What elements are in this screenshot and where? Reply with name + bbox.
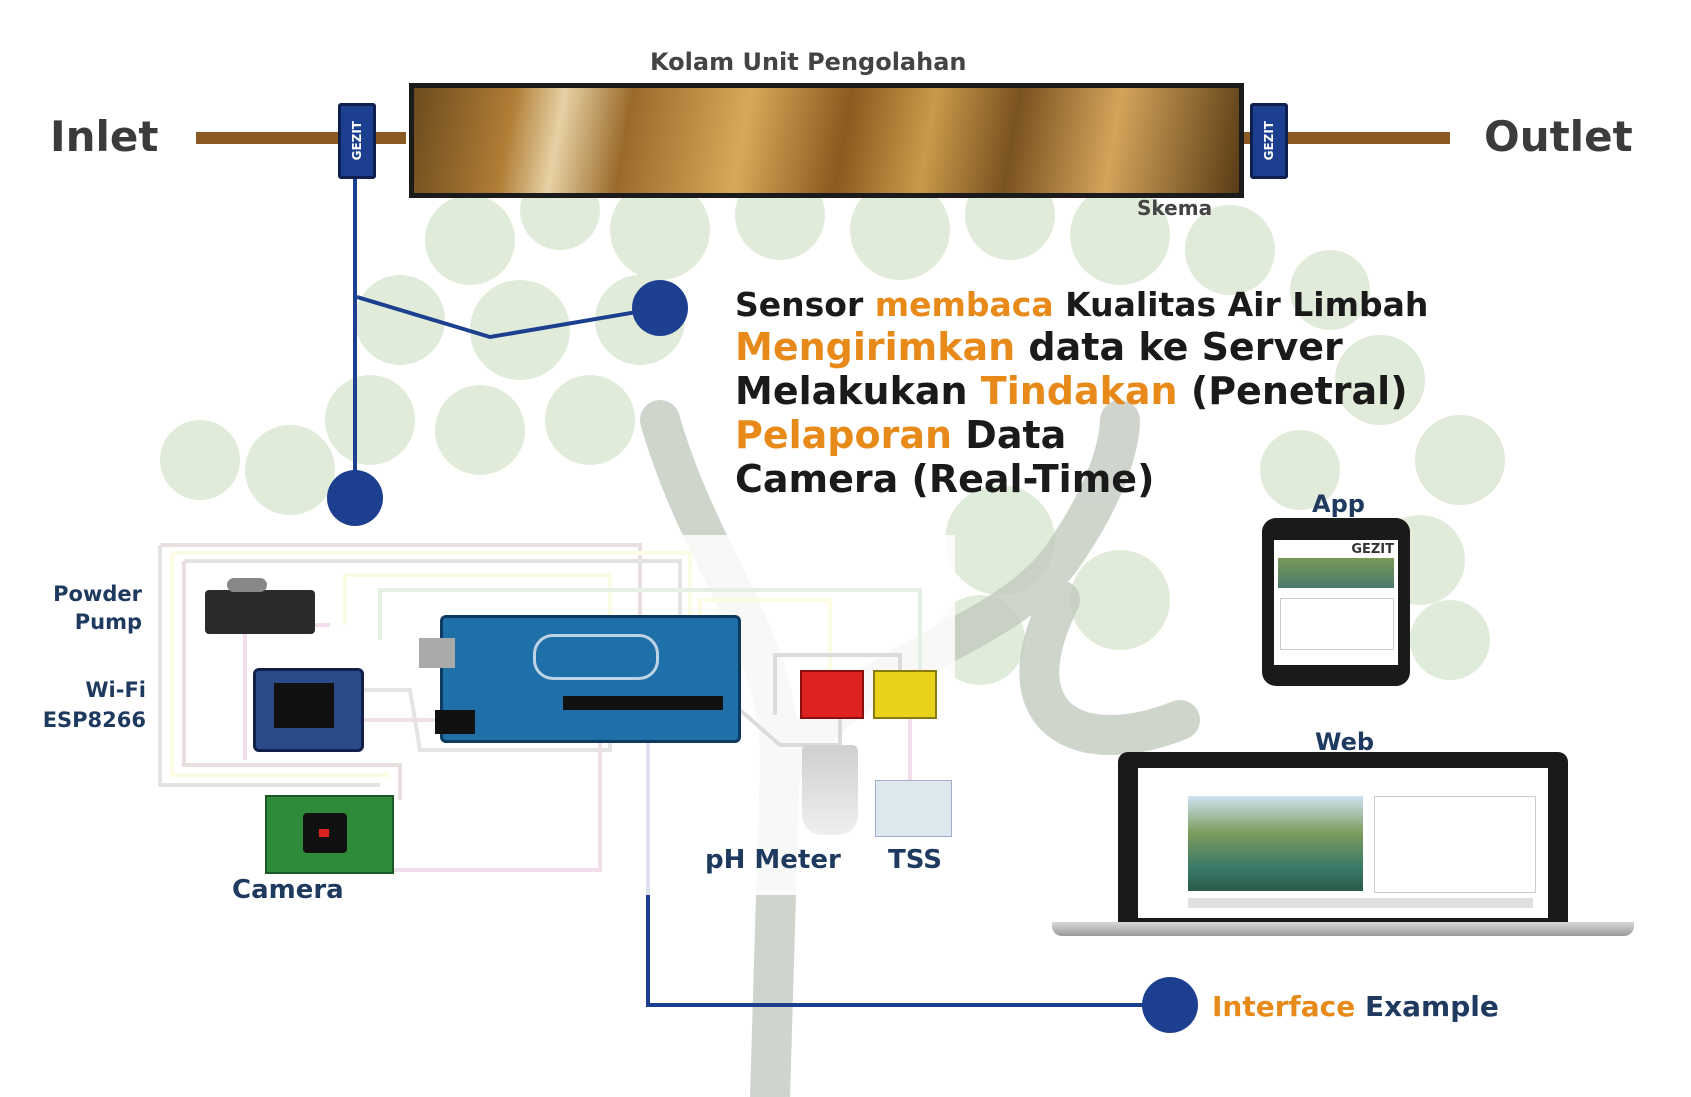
powder-pump-label: Powder Pump bbox=[53, 582, 142, 634]
pond-caption: Skema bbox=[1137, 196, 1213, 220]
laptop-screen bbox=[1138, 768, 1548, 918]
outlet-valve-label: GEZIT bbox=[1262, 121, 1276, 161]
arduino-board bbox=[419, 615, 741, 743]
step-line: Pelaporan Data bbox=[735, 413, 1067, 457]
inlet-valve-label: GEZIT bbox=[350, 121, 364, 161]
esp8266-module bbox=[253, 668, 364, 752]
phone-screen: GEZIT bbox=[1274, 540, 1398, 665]
camera-module bbox=[265, 795, 394, 874]
pond-title: Kolam Unit Pengolahan bbox=[650, 48, 967, 76]
ph-meter-label: pH Meter bbox=[705, 845, 841, 875]
interface-node-dot bbox=[1142, 977, 1198, 1033]
treatment-pond-image bbox=[409, 83, 1244, 198]
camera-node-dot bbox=[327, 470, 383, 526]
ph-probe bbox=[802, 745, 858, 835]
camera-label: Camera bbox=[232, 875, 344, 905]
ph-sensor-board bbox=[800, 670, 864, 719]
app-brand-label: GEZIT bbox=[1351, 542, 1394, 557]
inlet-label: Inlet bbox=[50, 112, 159, 161]
process-steps: Sensor membaca Kualitas Air Limbah Mengi… bbox=[735, 285, 1428, 501]
inlet-valve: GEZIT bbox=[338, 103, 376, 179]
step-line: Camera (Real-Time) bbox=[735, 457, 1155, 501]
mobile-app-phone: GEZIT bbox=[1262, 518, 1410, 686]
powder-pump-device bbox=[205, 578, 315, 634]
web-laptop bbox=[1118, 752, 1568, 922]
tss-probe bbox=[875, 780, 952, 837]
web-label: Web bbox=[1315, 728, 1375, 756]
outlet-pipe bbox=[1240, 132, 1450, 144]
step-line: Mengirimkan data ke Server bbox=[735, 325, 1343, 369]
outlet-valve: GEZIT bbox=[1250, 103, 1288, 179]
step-line: Sensor membaca Kualitas Air Limbah bbox=[735, 285, 1429, 324]
outlet-label: Outlet bbox=[1484, 112, 1633, 161]
tss-sensor-board bbox=[873, 670, 937, 719]
app-label: App bbox=[1312, 490, 1365, 518]
step-line: Melakukan Tindakan (Penetral) bbox=[735, 369, 1408, 413]
interface-example-label: Interface Example bbox=[1212, 990, 1499, 1023]
sensor-node-dot bbox=[632, 280, 688, 336]
tss-label: TSS bbox=[888, 845, 943, 875]
wifi-label: Wi-Fi ESP8266 bbox=[42, 678, 146, 732]
laptop-base bbox=[1052, 922, 1634, 936]
